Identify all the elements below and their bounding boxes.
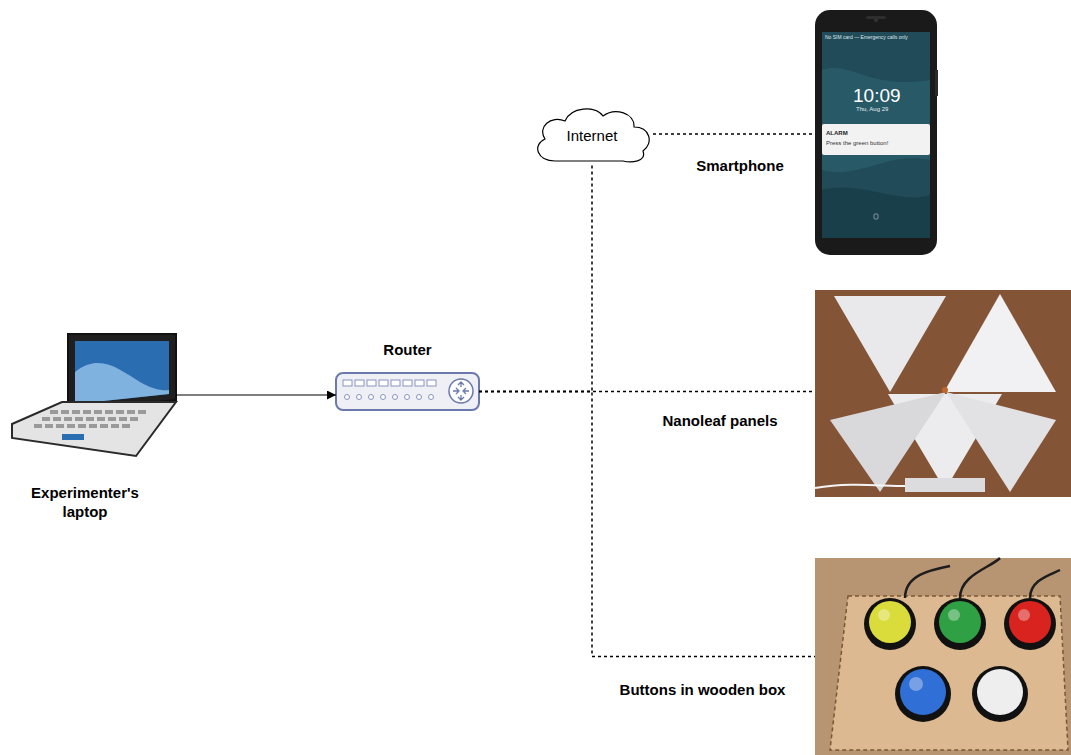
laptop-node: Experimenter's laptop [10,330,176,460]
notification-text: Press the green button! [826,140,888,147]
internet-cloud: Internet [531,105,653,163]
button-box-photo [815,558,1071,755]
buttons-node: Buttons in wooden box [815,558,1071,755]
network-link [653,133,815,135]
node-label: Smartphone [680,156,800,175]
smartphone-photo [815,10,938,255]
nanoleaf-photo [815,290,1071,497]
nanoleaf-node: Nanoleaf panels [815,290,1071,497]
date-text: Thu, Aug 29 [856,106,888,113]
notification-title: ALARM [826,130,848,137]
network-link [479,392,815,657]
router-icon [336,373,479,410]
status-bar-text: No SIM card — Emergency calls only [825,34,908,40]
laptop-icon [12,334,176,456]
cable-arrow [176,394,336,395]
router-node: Router [336,373,479,410]
network-link [479,163,592,392]
node-label: Experimenter's laptop [20,483,150,521]
node-label: Nanoleaf panels [635,411,805,430]
node-label: Buttons in wooden box [600,680,805,699]
clock-text: 10:09 [853,84,901,107]
node-label: Router [336,340,479,359]
node-label: Internet [531,126,653,145]
